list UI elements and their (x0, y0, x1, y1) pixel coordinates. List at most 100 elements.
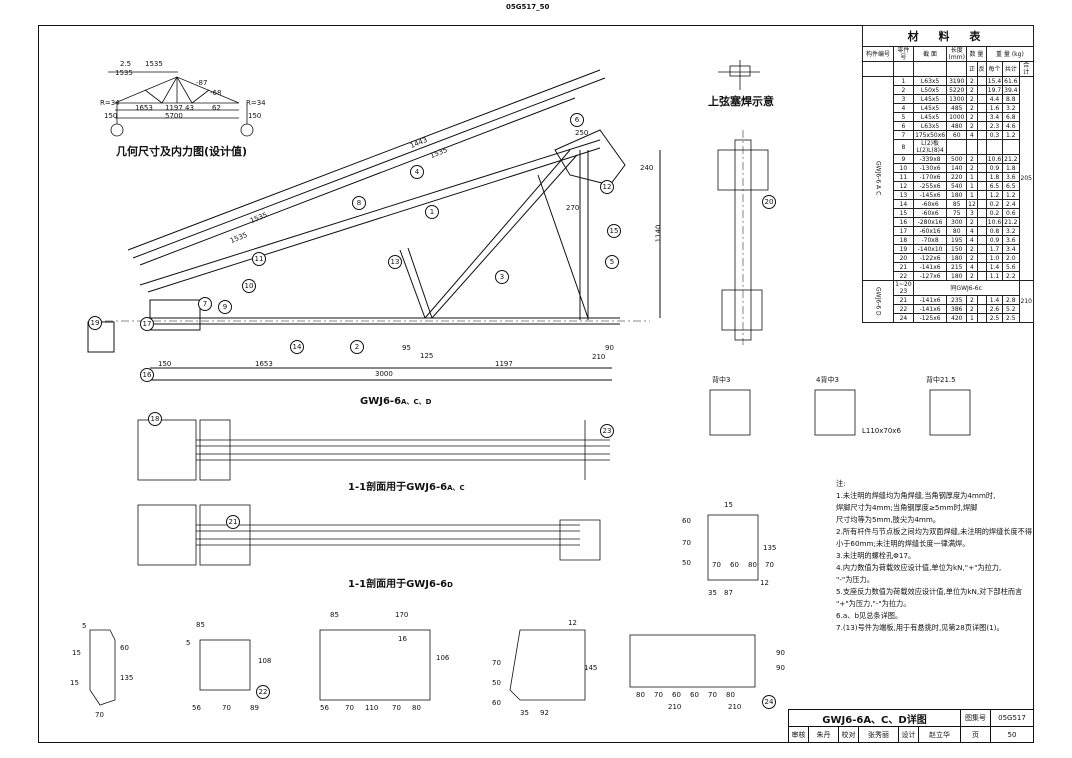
material-cell: 195 (946, 235, 968, 245)
material-cell: 1.0 (985, 253, 1004, 263)
material-cell: 20 (893, 253, 914, 263)
material-cell: 500 (946, 154, 968, 164)
material-cell (976, 181, 987, 191)
material-cell: 2 (966, 271, 978, 281)
member-group: GWJ6-6 D (862, 280, 894, 323)
material-cell: 16 (893, 217, 914, 227)
part-bubble-1: 1 (425, 205, 439, 219)
part-bubble-13: 13 (388, 255, 402, 269)
part-bubble-17: 17 (140, 317, 154, 331)
material-cell (976, 235, 987, 245)
geometry-diagram (108, 71, 254, 137)
plate-dim-p4: 60 (492, 699, 501, 707)
material-cell: 5.2 (1002, 304, 1020, 314)
material-cell: 0.6 (1002, 208, 1020, 218)
material-cell (946, 139, 968, 155)
section-d-title: 1-1剖面用于GWJ6-6D (348, 580, 453, 590)
material-cell: 3 (966, 208, 978, 218)
group-total: 205 (1018, 76, 1034, 281)
material-cell: 12 (893, 181, 914, 191)
part-bubble-18: 18 (148, 412, 162, 426)
material-cell: 4 (893, 103, 914, 113)
material-cell: 4 (966, 226, 978, 236)
material-cell (976, 271, 987, 281)
material-cell: 13 (893, 190, 914, 200)
plate-dim-p3: 56 (320, 704, 329, 712)
plate-dim-p1: 5 (82, 622, 87, 630)
plate-dim-p3: 110 (365, 704, 379, 712)
material-cell (976, 208, 987, 218)
material-table-title: 材 料 表 (862, 25, 1034, 46)
material-cell: -170x6 (912, 172, 948, 182)
section-ac (137, 419, 610, 481)
material-cell: -140x10 (912, 244, 948, 254)
material-cell: 1.1 (985, 271, 1004, 281)
th-weight: 重 量 (kg) (985, 46, 1035, 62)
plate-dim-p3: 106 (436, 654, 450, 662)
material-cell: L63x5 (912, 121, 948, 131)
checker: 张秀丽 (859, 727, 899, 743)
material-cell: 2 (966, 217, 978, 227)
material-cell: 1.2 (1002, 130, 1020, 140)
section-ac-title-suffix: A、C (447, 484, 465, 492)
material-cell: 480 (946, 121, 968, 131)
plate-dim-p3: 80 (412, 704, 421, 712)
material-cell (976, 217, 987, 227)
material-cell: -130x6 (912, 163, 948, 173)
th-length: 长度(mm) (946, 46, 968, 62)
material-cell: -60x16 (912, 226, 948, 236)
material-cell: 6 (893, 121, 914, 131)
note-line: 小于60mm;未注明的焊缝长度一律满焊。 (836, 539, 970, 548)
drawing-frame (38, 25, 1034, 743)
material-cell: 22 (893, 271, 914, 281)
detail-label-4: L110x70x6 (862, 427, 901, 435)
material-cell (976, 244, 987, 254)
member-group: GWJ6-6 A C (862, 76, 894, 281)
material-cell (976, 94, 987, 104)
plate-dim-p3: 70 (392, 704, 401, 712)
plate-dim-p1: 15 (72, 649, 81, 657)
material-cell: 2.3 (985, 121, 1004, 131)
material-cell: 1 (893, 76, 914, 86)
material-cell: L50x5 (912, 85, 948, 95)
atlas-no: 05G517 (991, 710, 1033, 727)
th-total: 合计 (1018, 61, 1034, 77)
material-cell: 175x50x6 (912, 130, 948, 140)
plate-dim-p1: 15 (70, 679, 79, 687)
material-cell: L45x5 (912, 103, 948, 113)
material-cell: -141x6 (912, 262, 948, 272)
part-bubble-21: 21 (226, 515, 240, 529)
material-cell: 6.8 (1002, 112, 1020, 122)
elev-dim-1197: 1197 (495, 360, 513, 368)
material-cell: 85 (946, 199, 968, 209)
material-cell (976, 103, 987, 113)
part-bubble-20: 20 (762, 195, 776, 209)
material-cell: 420 (946, 313, 968, 323)
material-cell: 15 (893, 208, 914, 218)
material-cell: 1.6 (985, 103, 1004, 113)
material-cell: -60x6 (912, 199, 948, 209)
material-cell: 1.7 (985, 244, 1004, 254)
material-cell: 2 (966, 154, 978, 164)
elev-dim-250: 250 (575, 129, 589, 137)
notes-block: 注: 1.未注明的焊缝均为角焊缝,当角钢厚度为4mm时, 焊脚尺寸为4mm;当角… (836, 478, 1032, 634)
plate-dim-p6: 50 (682, 559, 691, 567)
material-cell: 12 (966, 199, 978, 209)
plate-dim-p1: 70 (95, 711, 104, 719)
note-line: 3.未注明的螺栓孔Φ17。 (836, 551, 916, 560)
plate-dim-p2: 70 (222, 704, 231, 712)
material-cell: 3 (893, 94, 914, 104)
page-code: 05G517_50 (506, 3, 550, 11)
material-cell (976, 190, 987, 200)
th-section: 截 面 (912, 46, 948, 62)
material-cell: 0.3 (985, 130, 1004, 140)
material-cell: 2 (966, 244, 978, 254)
material-cell: 6.5 (985, 181, 1004, 191)
material-cell (976, 130, 987, 140)
material-cell: 2 (966, 94, 978, 104)
material-cell: L45x5 (912, 94, 948, 104)
